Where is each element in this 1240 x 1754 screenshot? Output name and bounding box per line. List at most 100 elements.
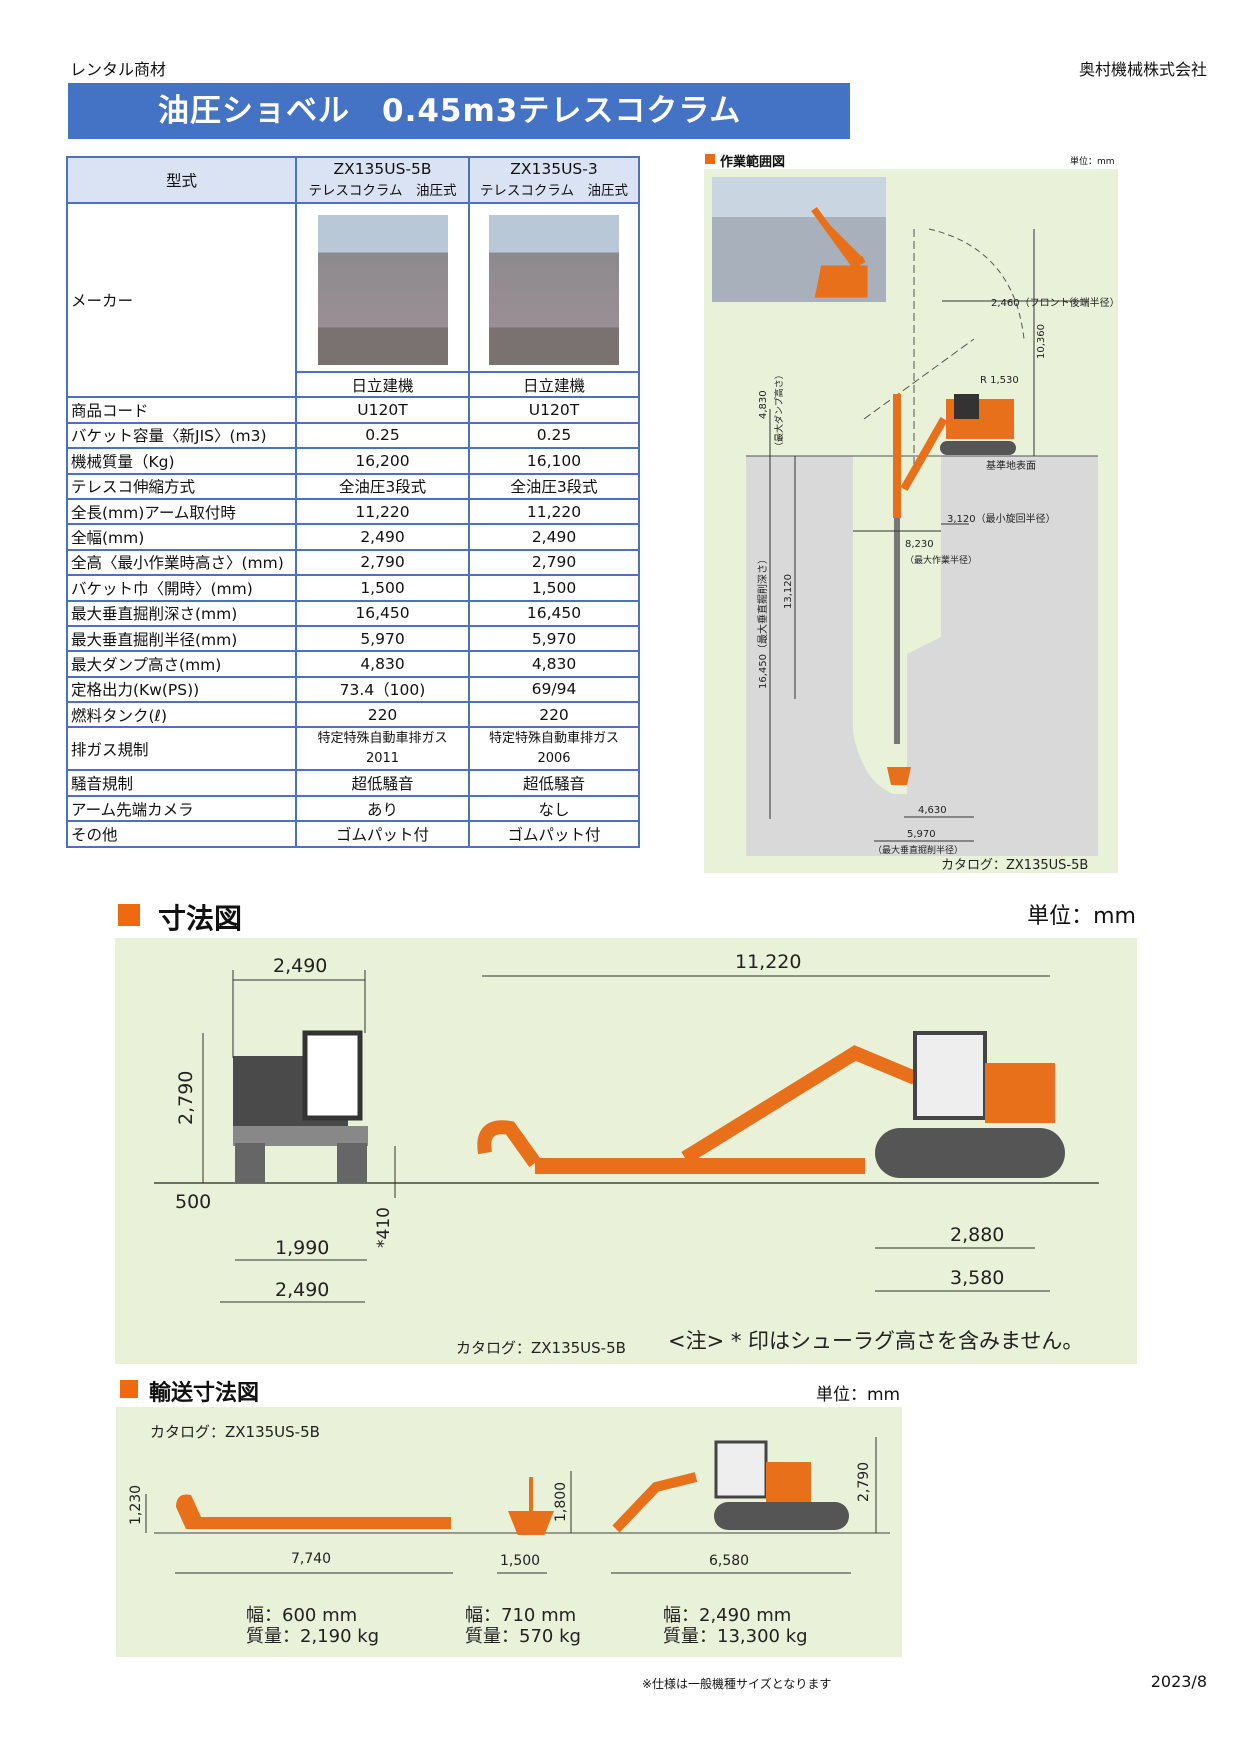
row-label: テレスコ伸縮方式	[66, 472, 297, 500]
transport-unit: 単位：mm	[816, 1385, 901, 1405]
model-name: ZX135US-5B	[333, 160, 432, 178]
cell-value: 73.4（100)	[295, 675, 470, 704]
table-row: テレスコ伸縮方式全油圧3段式全油圧3段式	[66, 472, 640, 500]
row-label: 全高〈最小作業時高さ〉(mm)	[66, 548, 297, 577]
maker-label: メーカー	[66, 201, 297, 399]
cell-value: 16,200	[295, 447, 470, 475]
row-label: アーム先端カメラ	[66, 794, 297, 823]
excavator-photo	[489, 214, 619, 365]
cell-value: 220	[468, 701, 640, 729]
reach-label: 8,230	[905, 539, 934, 550]
work-range-diagram: 2,460（フロント後端半径） 10,360 R 1,530 4,830 （最大…	[704, 169, 1120, 873]
row-label: 定格出力(Kw(PS))	[66, 675, 297, 704]
cell-value: 特定特殊自動車排ガス	[317, 730, 448, 746]
arm-transport	[176, 1494, 451, 1529]
ground-section	[746, 456, 1098, 856]
front-view-machine	[233, 1030, 368, 1183]
tumbler-distance-label: 2,880	[950, 1224, 1004, 1246]
dump-height-label: 4,830	[758, 390, 769, 419]
maker-row: メーカー	[66, 201, 640, 399]
cell-value: 220	[295, 701, 470, 729]
work-range-unit: 単位：mm	[1070, 157, 1115, 167]
cell-value: 0.25	[295, 421, 470, 450]
cell-value: 69/94	[468, 675, 640, 704]
cell-value: U120T	[468, 396, 640, 424]
transport-diagram: カタログ：ZX135US-5B 7,740 1,230 1,500 1,800 …	[116, 1407, 902, 1657]
cell-value: 16,450	[295, 599, 470, 627]
photo-excavator	[811, 206, 868, 298]
row-label: 最大垂直掘削深さ(mm)	[66, 599, 297, 627]
telescopic-arm	[893, 394, 901, 518]
row-label: 最大垂直掘削半径(mm)	[66, 624, 297, 653]
row-label: 機械質量（Kg)	[66, 447, 297, 475]
model-type: テレスコクラム 油圧式	[479, 183, 629, 199]
radius1-label: 4,630	[918, 805, 947, 816]
row-label: 全幅(mm)	[66, 523, 297, 551]
front-width-label: 2,490	[273, 955, 327, 977]
section-marker	[120, 1380, 138, 1398]
bucket-transport	[508, 1477, 554, 1535]
maker-value: 日立建機	[468, 370, 640, 399]
cell-value: 2,490	[468, 523, 640, 551]
cell-value: 4,830	[468, 650, 640, 678]
radius2-label: 5,970	[907, 829, 936, 840]
machine-height-label: 2,790	[856, 1462, 872, 1502]
depth2-label: 13,120	[783, 574, 794, 609]
overall-width-label: 2,490	[275, 1279, 329, 1301]
excavator-photo	[317, 214, 448, 365]
track-gauge-label: 1,990	[275, 1237, 329, 1259]
work-range-title: 作業範囲図	[720, 155, 786, 170]
cell-value: 16,450	[468, 599, 640, 627]
note-text: <注> * 印はシューラグ高さを含みません。	[668, 1329, 1083, 1353]
cell-value: U120T	[295, 396, 470, 424]
table-header-row: 型式 ZX135US-5B テレスコクラム 油圧式 ZX135US-3 テレスコクラ…	[66, 156, 640, 204]
cell-value: 1,500	[468, 574, 640, 602]
bucket-width: 幅：710 mm	[465, 1605, 576, 1626]
cell-value: 11,220	[468, 497, 640, 526]
catalog-label: カタログ：ZX135US-5B	[150, 1423, 320, 1441]
row-label: その他	[66, 820, 297, 848]
arm-width: 幅：600 mm	[246, 1605, 357, 1626]
ground-label: 基準地表面	[986, 459, 1036, 472]
arm-length-label: 7,740	[291, 1551, 331, 1567]
arm-height-label: 1,230	[128, 1485, 144, 1525]
d500-label: 500	[175, 1191, 211, 1213]
cell-value: 5,970	[295, 624, 470, 653]
cell-value: 0.25	[468, 421, 640, 450]
table-row: 定格出力(Kw(PS))73.4（100)69/94	[66, 675, 640, 704]
row-label: 全長(mm)アーム取付時	[66, 497, 297, 526]
depth-label: 16,450（最大垂直掘削深さ）	[756, 554, 769, 689]
footer-date: 2023/8	[1150, 1672, 1207, 1691]
model-name: ZX135US-3	[510, 160, 598, 178]
section-marker	[118, 904, 140, 926]
machine-length-label: 6,580	[709, 1553, 749, 1569]
cell-value: 特定特殊自動車排ガス	[488, 730, 619, 746]
table-row: アーム先端カメラありなし	[66, 794, 640, 823]
cell-value: 全油圧3段式	[468, 472, 640, 500]
row-label: 商品コード	[66, 396, 297, 424]
row-label: 排ガス規制	[66, 726, 297, 772]
cell-value: 2,790	[468, 548, 640, 577]
spec-table: 型式 ZX135US-5B テレスコクラム 油圧式 ZX135US-3 テレスコクラ…	[66, 156, 640, 848]
row-label: 最大ダンプ高さ(mm)	[66, 650, 297, 678]
model-label: 型式	[66, 156, 297, 204]
cell-value: 1,500	[295, 574, 470, 602]
dimensions-unit: 単位：mm	[1027, 904, 1136, 929]
transport-title: 輸送寸法図	[149, 1381, 260, 1406]
rear-radius-label: 2,460（フロント後端半径）	[991, 296, 1118, 309]
row-label: 燃料タンク(ℓ)	[66, 701, 297, 729]
cell-value: あり	[295, 794, 470, 823]
cell-value: なし	[468, 794, 640, 823]
row-label: バケット巾〈開時〉(mm)	[66, 574, 297, 602]
catalog-label: カタログ：ZX135US-5B	[456, 1339, 626, 1357]
section-marker	[705, 154, 715, 164]
model-type: テレスコクラム 油圧式	[308, 183, 457, 199]
footer-note: ※仕様は一般機種サイズとなります	[642, 1677, 832, 1691]
